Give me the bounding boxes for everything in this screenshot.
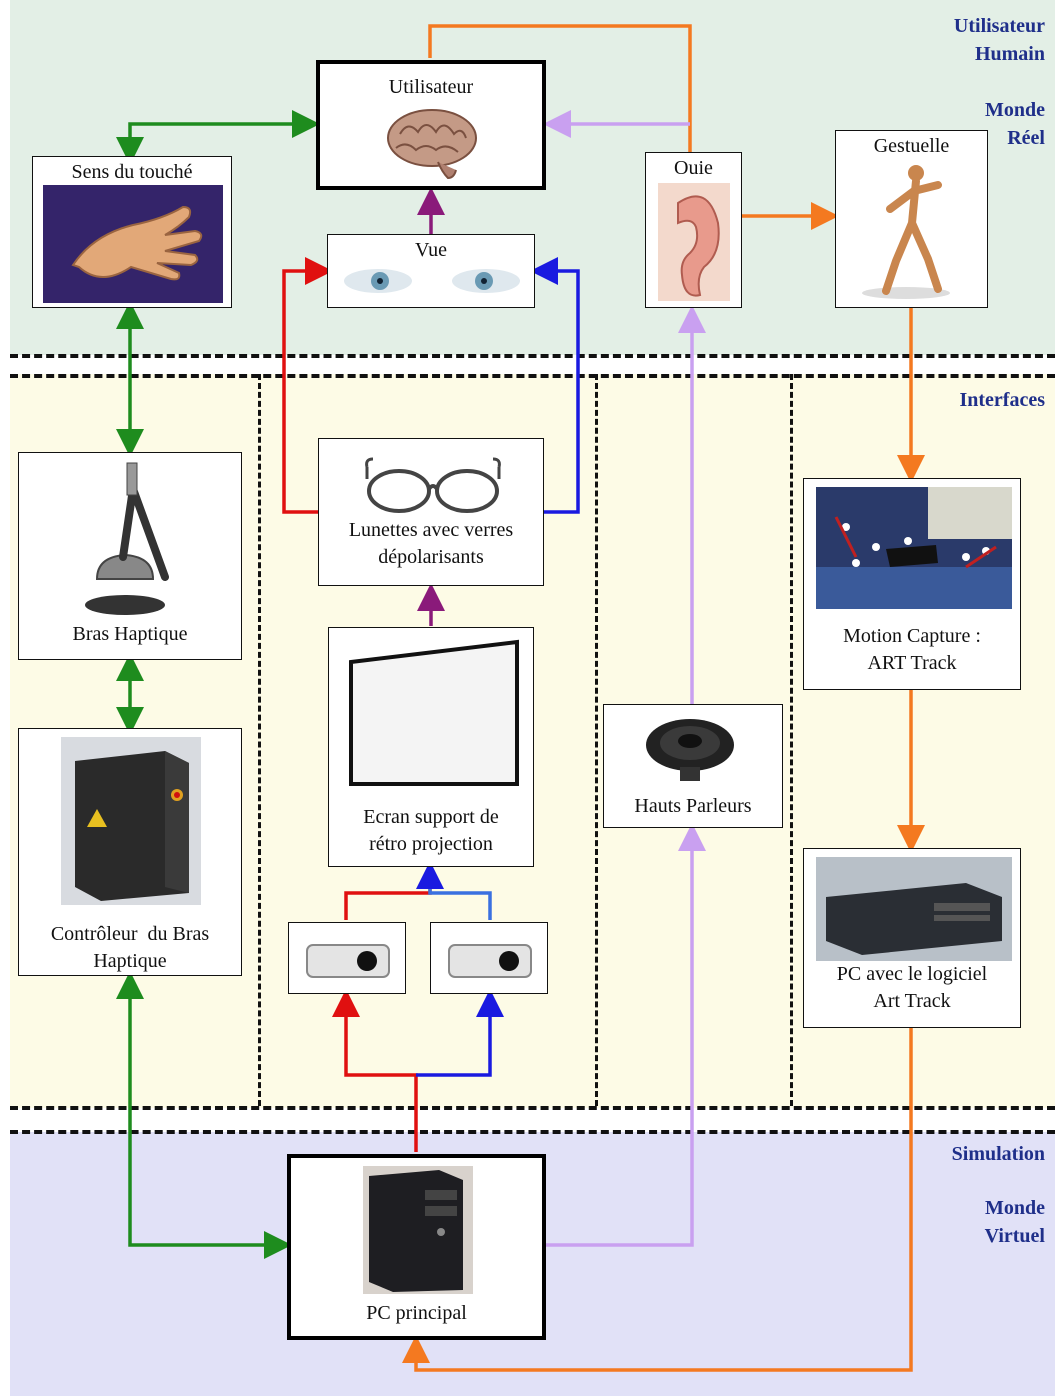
- node-bras-label: Bras Haptique: [72, 623, 188, 645]
- node-controleur-label: Contrôleur du Bras Haptique: [50, 923, 210, 972]
- node-motion-capture: Motion Capture : ART Track: [803, 478, 1021, 690]
- node-mocap-label: Motion Capture : ART Track: [843, 625, 981, 674]
- zone-label-human: Utilisateur Humain: [953, 15, 1045, 65]
- zone-label-interfaces: Interfaces: [959, 389, 1045, 411]
- node-hauts-parleurs: Hauts Parleurs: [603, 704, 783, 828]
- separator-interfaces-sim-bottom: [10, 1130, 1055, 1134]
- link-pc-hp: [546, 823, 706, 1247]
- link-pc-proj-left: [332, 989, 418, 1152]
- node-lunettes-label: Lunettes avec verres dépolarisants: [348, 519, 514, 568]
- robot-arm-icon: [85, 462, 169, 615]
- hand-icon: [71, 205, 203, 281]
- separator-real-interfaces-top: [10, 354, 1055, 358]
- node-hp-label: Hauts Parleurs: [634, 795, 752, 817]
- node-pc-art-track: PC avec le logiciel Art Track: [803, 848, 1021, 1028]
- node-ouie-label: Ouie: [674, 157, 713, 179]
- node-bras-haptique: Bras Haptique: [18, 452, 242, 660]
- node-touche-label: Sens du touché: [71, 161, 193, 183]
- node-utilisateur: Utilisateur: [316, 60, 546, 190]
- projector-icon: [448, 944, 532, 978]
- zone-label-simulation: Simulation: [951, 1143, 1045, 1165]
- controller-cabinet-icon: [61, 737, 201, 905]
- glasses-icon: [365, 457, 501, 513]
- node-gestuelle-label: Gestuelle: [873, 135, 950, 157]
- zone-label-real: Monde Réel: [985, 99, 1045, 149]
- link-ear-user-orange: [428, 24, 692, 152]
- node-controleur: Contrôleur du Bras Haptique: [18, 728, 242, 976]
- link-proj-screen-right: [416, 861, 492, 920]
- link-touch-user: [116, 110, 320, 165]
- brain-icon: [387, 109, 477, 180]
- separator-interfaces-sim-top: [10, 1106, 1055, 1110]
- node-pcmain-label: PC principal: [366, 1302, 467, 1324]
- node-gestuelle: Gestuelle: [835, 130, 988, 308]
- desktop-pc-icon: [816, 857, 1012, 961]
- node-projector-right: [430, 922, 548, 994]
- separator-col-2: [595, 374, 598, 1106]
- node-sens-du-touche: Sens du touché: [32, 156, 232, 308]
- projector-icon: [306, 944, 390, 978]
- separator-col-1: [258, 374, 261, 1106]
- node-projector-left: [288, 922, 406, 994]
- hand-image: [43, 185, 223, 303]
- node-vue-label: Vue: [414, 239, 448, 261]
- node-pc-principal: PC principal: [287, 1154, 546, 1340]
- separator-col-3: [790, 374, 793, 1106]
- mocap-image: [816, 487, 1012, 609]
- node-ouie: Ouie: [645, 152, 742, 308]
- link-controller-pc: [116, 971, 292, 1259]
- link-proj-screen-left: [344, 870, 432, 920]
- link-glasses-vue-right: [530, 257, 580, 514]
- zone-label-virtual: Monde Virtuel: [984, 1197, 1045, 1247]
- mannequin-icon: [862, 165, 950, 299]
- link-pc-proj-right: [416, 989, 504, 1077]
- tower-pc-icon: [363, 1166, 473, 1294]
- link-glasses-vue-left: [282, 257, 333, 514]
- link-pcart-pcmain: [402, 1028, 913, 1372]
- node-ecran-label: Ecran support de rétro projection: [363, 806, 499, 855]
- node-ecran: Ecran support de rétro projection: [328, 627, 534, 867]
- node-utilisateur-label: Utilisateur: [388, 76, 474, 98]
- ear-icon: [658, 183, 730, 301]
- separator-real-interfaces-bottom: [10, 374, 1055, 378]
- eyes-icon: [344, 269, 520, 293]
- node-pcart-label: PC avec le logiciel Art Track: [836, 963, 988, 1012]
- node-lunettes: Lunettes avec verres dépolarisants: [318, 438, 544, 586]
- node-vue: Vue: [327, 234, 535, 308]
- speaker-icon: [646, 719, 734, 781]
- screen-icon: [349, 639, 519, 786]
